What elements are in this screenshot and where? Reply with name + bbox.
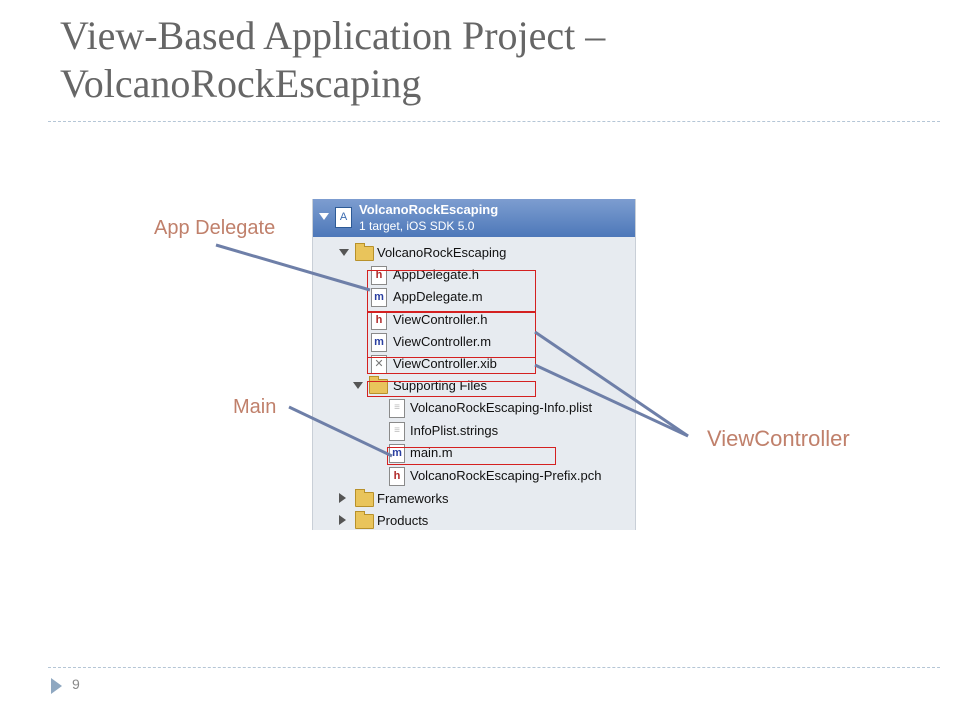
file-label: AppDelegate.m xyxy=(393,289,483,304)
file-label: InfoPlist.strings xyxy=(410,423,499,438)
disclosure-closed-icon[interactable] xyxy=(339,515,346,525)
app-delegate-label: App Delegate xyxy=(154,217,276,239)
main-label: Main xyxy=(233,396,277,418)
folder-icon xyxy=(369,376,388,394)
top-divider xyxy=(48,121,940,122)
file-label: ViewController.xib xyxy=(393,356,497,371)
page-number: 9 xyxy=(72,676,80,692)
view-controller-highlight-box xyxy=(367,312,536,358)
folder-icon xyxy=(355,489,374,507)
file-label: VolcanoRockEscaping-Info.plist xyxy=(410,400,593,415)
group-frameworks[interactable]: Frameworks xyxy=(313,488,635,510)
file-info-plist[interactable]: ≡ VolcanoRockEscaping-Info.plist xyxy=(313,397,635,419)
file-label: ViewController.h xyxy=(393,312,488,327)
disclosure-open-icon[interactable] xyxy=(339,249,349,256)
disclosure-open-icon[interactable] xyxy=(319,213,329,220)
header-file-icon: h xyxy=(371,311,387,330)
group-label: VolcanoRockEscaping xyxy=(377,245,507,260)
plist-file-icon: ≡ xyxy=(389,399,405,418)
bottom-divider xyxy=(48,667,940,668)
xib-highlight-box xyxy=(367,357,536,374)
xcode-project-icon: A xyxy=(335,207,352,228)
view-controller-label: ViewController xyxy=(707,426,850,451)
file-appdelegate-m[interactable]: m AppDelegate.m xyxy=(313,286,635,308)
main-highlight-box xyxy=(387,447,556,465)
file-label: ViewController.m xyxy=(393,334,492,349)
disclosure-closed-icon[interactable] xyxy=(339,493,346,503)
group-label: Frameworks xyxy=(377,491,449,506)
header-file-icon: h xyxy=(389,467,405,486)
file-infoplist-strings[interactable]: ≡ InfoPlist.strings xyxy=(313,420,635,442)
group-products[interactable]: Products xyxy=(313,510,635,530)
implementation-file-icon: m xyxy=(371,333,387,352)
app-delegate-highlight-box xyxy=(367,270,536,312)
project-subtitle: 1 target, iOS SDK 5.0 xyxy=(359,219,475,233)
implementation-file-icon: m xyxy=(371,288,387,307)
file-viewcontroller-m[interactable]: m ViewController.m xyxy=(313,331,635,353)
title-line-1: View-Based Application Project – xyxy=(60,13,606,58)
xib-file-icon: ✕ xyxy=(371,355,387,374)
file-viewcontroller-xib[interactable]: ✕ ViewController.xib xyxy=(313,353,635,375)
disclosure-open-icon[interactable] xyxy=(353,382,363,389)
folder-icon xyxy=(355,511,374,529)
supporting-files-highlight-box xyxy=(367,381,536,397)
group-label: Products xyxy=(377,513,429,528)
triangle-bullet-icon xyxy=(51,678,62,694)
project-row[interactable]: A VolcanoRockEscaping 1 target, iOS SDK … xyxy=(313,199,635,237)
title-line-2: VolcanoRockEscaping xyxy=(60,61,422,106)
strings-file-icon: ≡ xyxy=(389,422,405,441)
file-label: main.m xyxy=(410,445,453,460)
file-prefix-pch[interactable]: h VolcanoRockEscaping-Prefix.pch xyxy=(313,465,635,487)
group-volcanorockescaping[interactable]: VolcanoRockEscaping xyxy=(313,242,635,264)
project-name: VolcanoRockEscaping xyxy=(359,202,499,217)
file-viewcontroller-h[interactable]: h ViewController.h xyxy=(313,309,635,331)
slide-title: View-Based Application Project – Volcano… xyxy=(60,12,920,108)
file-label: VolcanoRockEscaping-Prefix.pch xyxy=(410,468,602,483)
folder-icon xyxy=(355,243,374,261)
